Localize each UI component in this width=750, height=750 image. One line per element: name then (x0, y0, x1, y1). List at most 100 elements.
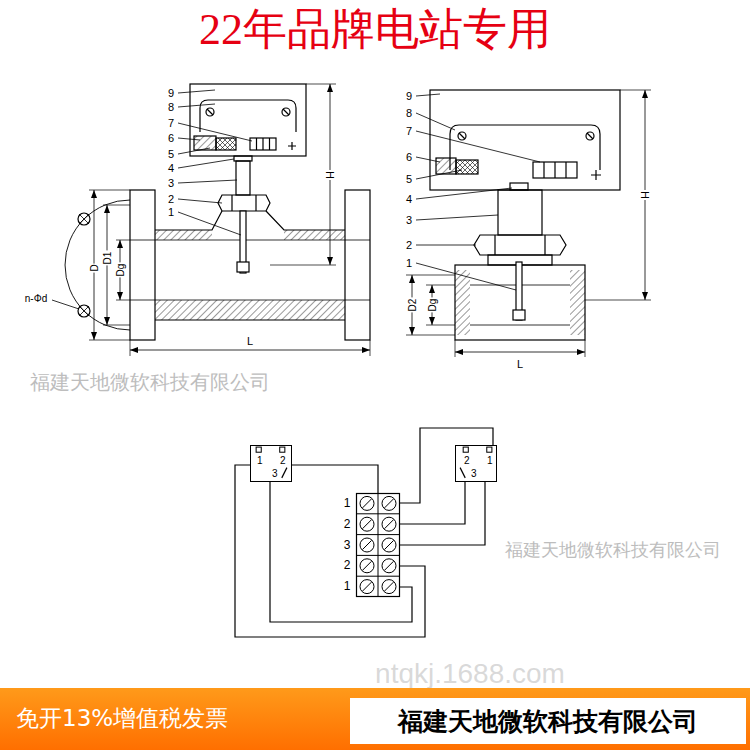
terminal-row-line (357, 576, 400, 577)
drawing-line (78, 213, 90, 225)
terminal-screw (360, 559, 374, 573)
terminal-screw (382, 580, 396, 594)
drawing-line (570, 270, 585, 335)
signal-wire (292, 465, 378, 493)
drawing-line (207, 109, 213, 115)
pin-number: 3 (471, 468, 477, 480)
screw-slot (363, 561, 372, 570)
callout-number: 1 (168, 206, 174, 218)
signal-wire (400, 482, 465, 524)
terminal-screw (382, 496, 396, 510)
drawing-line (237, 262, 249, 272)
drawing-line (257, 138, 270, 150)
screw-slot (385, 582, 394, 591)
screw-slot (385, 499, 394, 508)
screw-slot (363, 520, 372, 529)
terminal-screw (360, 538, 374, 552)
callout-number: 7 (406, 125, 412, 137)
drawing-line (591, 170, 601, 180)
dimension-label: Dg (115, 263, 126, 278)
drawing-line (456, 160, 478, 174)
drawing-line (544, 162, 566, 178)
drawing-line (65, 200, 130, 330)
drawing-line (586, 132, 594, 140)
callout-number: 2 (406, 239, 412, 251)
pin-number: 2 (280, 455, 286, 467)
drawing-line (585, 90, 651, 300)
drawing-line (78, 305, 90, 317)
drawing-line (459, 133, 465, 139)
drawing-line (455, 340, 585, 357)
dimension-label: n-Φd (25, 293, 47, 304)
screw-slot (363, 582, 372, 591)
terminal-screw (360, 580, 374, 594)
signal-wire (235, 465, 425, 637)
screw-slot (363, 541, 372, 550)
screw-slot (363, 499, 372, 508)
drawing-line (250, 138, 276, 150)
terminal-block: 12321 (340, 493, 400, 597)
drawing-line (474, 235, 566, 255)
callout-number: 9 (406, 90, 412, 102)
drawing-line (155, 211, 345, 320)
dimension-label: D (89, 263, 100, 272)
drawing-line (194, 136, 216, 150)
drawing-line (206, 108, 214, 116)
terminal-row-line (357, 555, 400, 556)
callout-number: 6 (406, 151, 412, 163)
drawing-line (498, 190, 542, 235)
terminal-screw (360, 517, 374, 531)
terminal-screw (382, 559, 396, 573)
signal-wire (400, 482, 485, 545)
drawing-line (130, 350, 370, 351)
callout-number: 8 (168, 101, 174, 113)
terminal-outline (357, 494, 400, 597)
callout-number: 4 (406, 193, 412, 205)
switch-lever (460, 468, 465, 478)
drawing-line (155, 300, 345, 320)
drawing-line (200, 100, 296, 132)
dimension-label: H (639, 190, 651, 200)
terminal-screw (382, 517, 396, 531)
footer-note: 免开13%增值税发票 (16, 704, 228, 732)
drawing-line (345, 190, 370, 340)
drawing-line (270, 84, 336, 265)
terminal-divider (378, 494, 379, 597)
drawing-line (406, 275, 455, 335)
terminal-number: 3 (340, 535, 354, 556)
dimension-label: D1 (102, 251, 113, 266)
switch-box: 123 (250, 445, 292, 482)
callout-number: 4 (168, 162, 174, 174)
drawing-line (283, 109, 289, 115)
callout-number: 5 (168, 148, 174, 160)
dimension-label: L (517, 358, 523, 370)
pin-number: 1 (487, 455, 493, 467)
terminal-number: 1 (340, 493, 354, 514)
flange-type-switch (52, 84, 370, 356)
title-text: 22年品牌电站专用 (0, 4, 750, 56)
drawing-line (234, 156, 252, 161)
drawing-line (282, 108, 290, 116)
callout-number: 7 (168, 117, 174, 129)
callout-number: 5 (406, 173, 412, 185)
drawing-line (130, 240, 370, 300)
terminal-number: 1 (340, 576, 354, 597)
dimension-label: Dg (427, 298, 438, 313)
drawing-line (218, 195, 270, 211)
drawing-line (216, 138, 236, 150)
signal-wire (270, 482, 412, 622)
terminal-row-line (357, 534, 400, 535)
drawing-line (130, 190, 155, 340)
pin-number: 3 (272, 468, 278, 480)
drawing-line (155, 230, 212, 240)
company-box: 福建天地微软科技有限公司 (350, 698, 746, 744)
terminal-number: 2 (340, 555, 354, 576)
drawing-line (416, 94, 540, 290)
drawing-line (430, 90, 620, 190)
contact (487, 447, 492, 452)
drawing-line (510, 183, 528, 190)
terminal-screw (382, 538, 396, 552)
drawing-line (190, 84, 306, 156)
watermark: 福建天地微软科技有限公司 (505, 540, 721, 560)
